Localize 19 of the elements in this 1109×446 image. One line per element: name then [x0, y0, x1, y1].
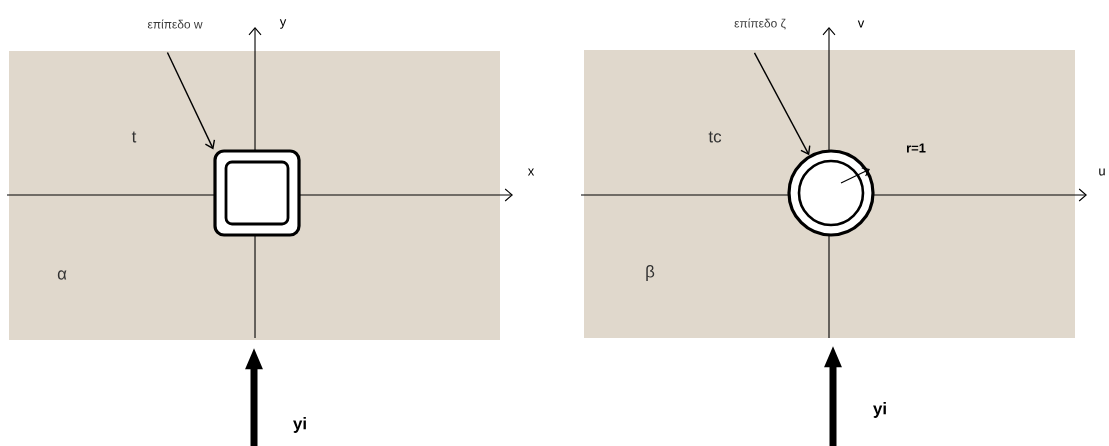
- ring-circle: [787, 149, 875, 237]
- axis-label: u: [1099, 168, 1105, 176]
- radius-label: r=1: [906, 143, 926, 153]
- plane-caption: επίπεδο w: [147, 19, 203, 29]
- axis-label: v: [857, 20, 865, 28]
- leader-arrow: [753, 52, 811, 156]
- plane-panel: [584, 50, 1075, 338]
- leader-arrow: [166, 51, 216, 150]
- region-label: β: [646, 265, 655, 281]
- region-label: t: [131, 131, 137, 143]
- axis-label: y: [279, 19, 287, 29]
- plane-caption: επίπεδο ζ: [734, 18, 786, 30]
- rounded-square: [213, 149, 301, 237]
- axis-label: x: [527, 168, 535, 176]
- edge-label: yi: [290, 415, 310, 435]
- plane-panel: [9, 51, 500, 340]
- region-label: tc: [708, 131, 722, 143]
- edge-label: yi: [870, 400, 890, 420]
- region-label: α: [57, 270, 67, 280]
